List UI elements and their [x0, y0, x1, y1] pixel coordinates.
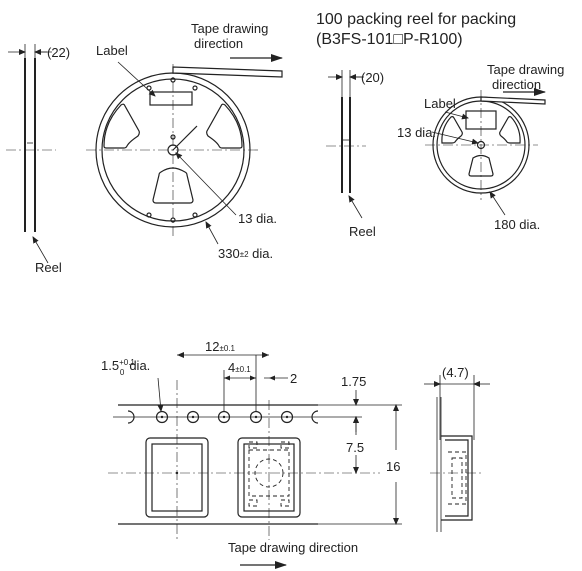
reel330-hub-label: 13 dia.: [238, 211, 277, 226]
tape-direction-label: Tape drawing direction: [228, 540, 358, 555]
tape-center-dim: 7.5: [346, 440, 364, 455]
tape-thickness-label: (4.7): [442, 365, 469, 380]
reel330-diameter-label: 330±2 dia.: [218, 246, 273, 261]
reel180-width-label: (20): [361, 70, 384, 85]
reel330-width-label: (22): [47, 45, 70, 60]
tape-pitch-label: 12±0.1: [205, 339, 236, 354]
reel330-tape-direction-line1: Tape drawing: [191, 21, 268, 36]
reel330-front-view: Tape drawing direction Label 13 dia. 330…: [86, 21, 283, 261]
reel180-side-view: (20) Reel: [326, 70, 384, 239]
tape-offset-label: 2: [290, 371, 297, 386]
tape-hole-pitch-label: 4±0.1: [228, 360, 251, 375]
reel330-label-text: Label: [96, 43, 128, 58]
reel180-tape-direction-line1: Tape drawing: [487, 62, 564, 77]
reel330-reel-label: Reel: [35, 260, 62, 275]
reel180-hub-label: 13 dia.: [397, 125, 436, 140]
reel180-diameter-label: 180 dia.: [494, 217, 540, 232]
reel180-front-view: Tape drawing direction Label 13 dia. 180…: [397, 62, 564, 232]
reel180-label-text: Label: [424, 96, 456, 111]
reel330-tape-direction-line2: direction: [194, 36, 243, 51]
tape-side-view: (4.7): [424, 365, 490, 532]
reel330-side-view: (22) Reel: [6, 44, 70, 275]
tape-width-dim: 16: [386, 459, 400, 474]
reel180-title-line1: 100 packing reel for packing: [316, 11, 516, 28]
reel180-title-line2: (B3FS-101□P-R100): [316, 31, 463, 48]
tape-edge-dim: 1.75: [341, 374, 366, 389]
reel180-reel-label: Reel: [349, 224, 376, 239]
reel180-tape-direction-line2: direction: [492, 77, 541, 92]
